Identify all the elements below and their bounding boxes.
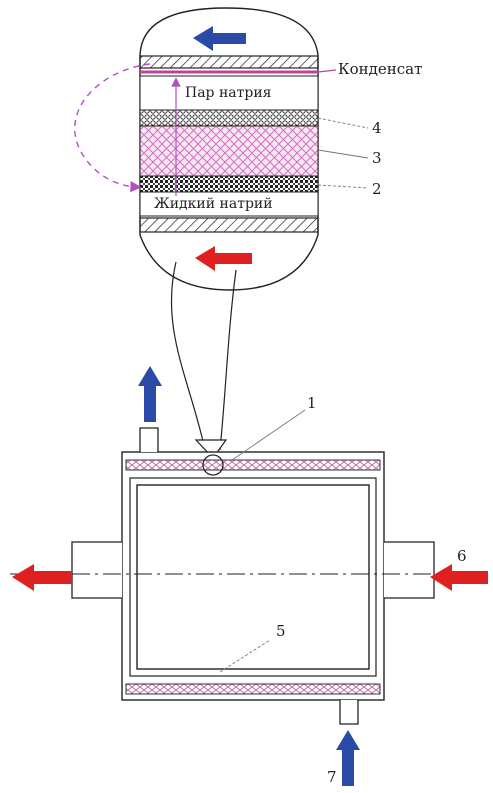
- detail-view: [74, 7, 369, 291]
- liquid-zone: [139, 191, 319, 217]
- top-wall-hatch: [139, 55, 319, 69]
- label-number-6: 6: [457, 547, 467, 565]
- top-wick-band: [125, 459, 381, 471]
- label-number-2: 2: [372, 180, 382, 198]
- main-vessel: [10, 366, 488, 786]
- bottom-wick-band: [125, 683, 381, 695]
- magnifier-pointer: [194, 439, 228, 459]
- top-pipe: [139, 427, 159, 452]
- label-number-4: 4: [372, 119, 382, 137]
- arrow-left-icon: [12, 564, 72, 591]
- right-nozzle: [384, 541, 435, 599]
- layer-4-mesh: [139, 109, 319, 127]
- inspection-circle: [202, 454, 224, 476]
- layer-3-wick: [139, 125, 319, 177]
- label-condensate: Конденсат: [338, 60, 423, 78]
- layer-2-porous: [139, 175, 319, 193]
- label-sodium-vapor: Пар натрия: [185, 85, 272, 101]
- bottom-wall-hatch: [139, 217, 319, 233]
- label-number-7: 7: [327, 768, 337, 786]
- left-nozzle: [71, 541, 122, 599]
- label-number-1: 1: [307, 394, 317, 412]
- circulation-dashed-arrow: [74, 63, 151, 193]
- vapor-zone: [139, 75, 319, 111]
- arrow-left-icon: [195, 246, 252, 271]
- label-number-3: 3: [372, 149, 382, 167]
- magnifier-lines: [170, 261, 237, 459]
- label-liquid-sodium: Жидкий натрий: [154, 196, 273, 212]
- label-number-5: 5: [276, 622, 286, 640]
- arrow-up-icon: [138, 366, 162, 422]
- bottom-pipe: [339, 700, 359, 725]
- arrow-left-icon: [193, 26, 246, 51]
- inner-chamber: [129, 477, 377, 677]
- arrow-up-icon: [336, 730, 360, 786]
- arrow-left-icon: [430, 564, 488, 591]
